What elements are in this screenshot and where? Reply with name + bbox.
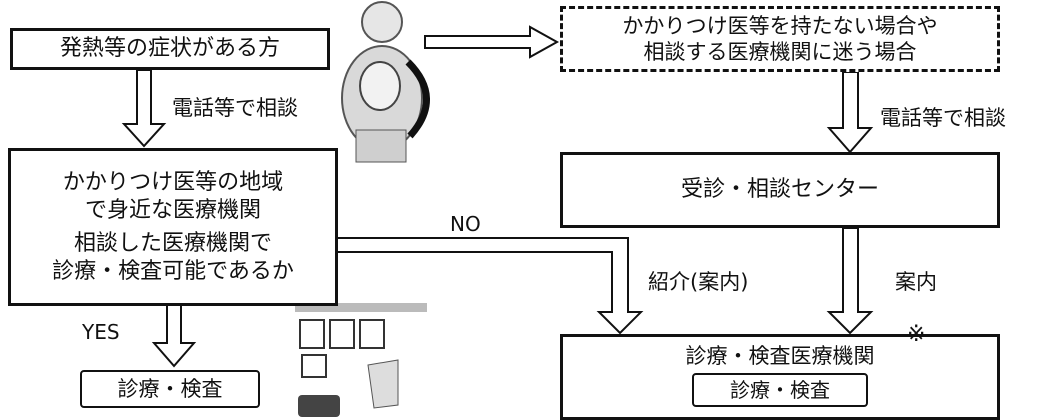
arrow-down-symptoms <box>121 69 167 148</box>
exam-right-box: 診療・検査 <box>692 373 868 408</box>
medical-staff-illustration <box>295 303 427 417</box>
arrow-down-right-top <box>826 71 874 154</box>
testing-facility-title: 診療・検査医療機関 <box>685 344 875 368</box>
symptoms-box: 発熱等の症状がある方 <box>10 28 330 70</box>
consultation-center-box: 受診・相談センター <box>560 152 1000 228</box>
no-doctor-box: かかりつけ医等を持たない場合や 相談する医療機関に迷う場合 <box>560 6 1000 72</box>
no-doctor-line1: かかりつけ医等を持たない場合や <box>622 13 938 38</box>
phone-consult-left: 電話等で相談 <box>172 96 298 120</box>
arrow-yes <box>151 304 197 368</box>
family-clinic-box: かかりつけ医等の地域 で身近な医療機関 相談した医療機関で 診療・検査可能である… <box>8 148 338 306</box>
no-label: NO <box>450 212 481 236</box>
no-doctor-line2: 相談する医療機関に迷う場合 <box>643 40 917 64</box>
arrow-right-top <box>424 25 560 59</box>
phone-consult-right: 電話等で相談 <box>880 106 1006 130</box>
arrow-no-path <box>335 237 644 335</box>
exam-left-box: 診療・検査 <box>80 370 260 408</box>
family-clinic-line2: で身近な医療機関 <box>84 197 261 223</box>
family-clinic-line3: 相談した医療機関で <box>73 231 272 256</box>
referral-label: 紹介(案内) <box>648 270 749 294</box>
yes-label: YES <box>82 320 120 344</box>
asterisk-mark: ※ <box>907 322 926 347</box>
symptoms-label: 発熱等の症状がある方 <box>59 36 280 62</box>
person-phone-illustration <box>341 1 430 163</box>
consultation-center-label: 受診・相談センター <box>680 177 879 203</box>
family-clinic-line4: 診療・検査可能であるか <box>52 258 294 284</box>
arrow-down-center <box>826 227 874 335</box>
guide-label: 案内 <box>895 270 937 294</box>
testing-facility-box: 診療・検査医療機関 診療・検査 <box>560 334 1000 420</box>
family-clinic-line1: かかりつけ医等の地域 <box>62 170 284 195</box>
exam-left-label: 診療・検査 <box>117 376 223 401</box>
exam-right-label: 診療・検査 <box>730 377 830 402</box>
